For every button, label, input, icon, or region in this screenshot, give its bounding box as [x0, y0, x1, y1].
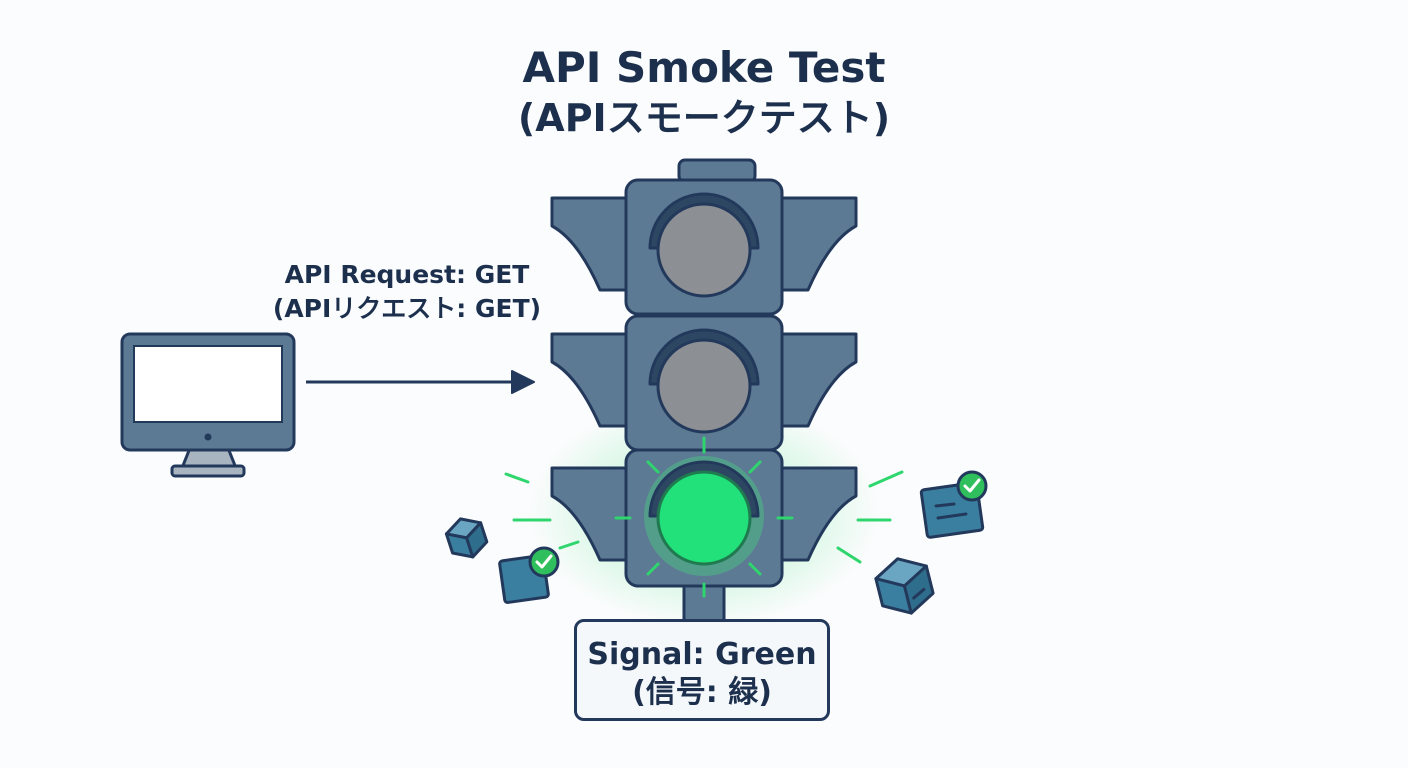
request-label-ja: (APIリクエスト: GET) [272, 294, 542, 323]
light-top [648, 192, 760, 298]
title-block: API Smoke Test (APIスモークテスト) [0, 42, 1408, 142]
page-title: API Smoke Test [522, 43, 886, 92]
signal-status-box: Signal: Green (信号: 緑) [574, 619, 830, 721]
traffic-light-icon [550, 158, 858, 626]
cube-icon [874, 557, 935, 615]
computer-monitor-icon [120, 332, 296, 478]
arrow-right-icon [306, 370, 535, 394]
request-label-en: API Request: GET [284, 260, 530, 289]
signal-label-ja: (信号: 緑) [632, 675, 772, 710]
document-check-icon [498, 546, 560, 604]
cube-icon [444, 517, 489, 559]
page-subtitle: (APIスモークテスト) [517, 96, 891, 140]
request-label: API Request: GET (APIリクエスト: GET) [262, 258, 552, 326]
light-bottom [644, 456, 764, 576]
document-check-icon [919, 470, 988, 539]
signal-label-en: Signal: Green [587, 637, 817, 672]
check-badge-icon [528, 546, 560, 578]
light-middle [648, 328, 760, 434]
green-light-rays [504, 436, 904, 598]
check-badge-icon [956, 470, 988, 502]
